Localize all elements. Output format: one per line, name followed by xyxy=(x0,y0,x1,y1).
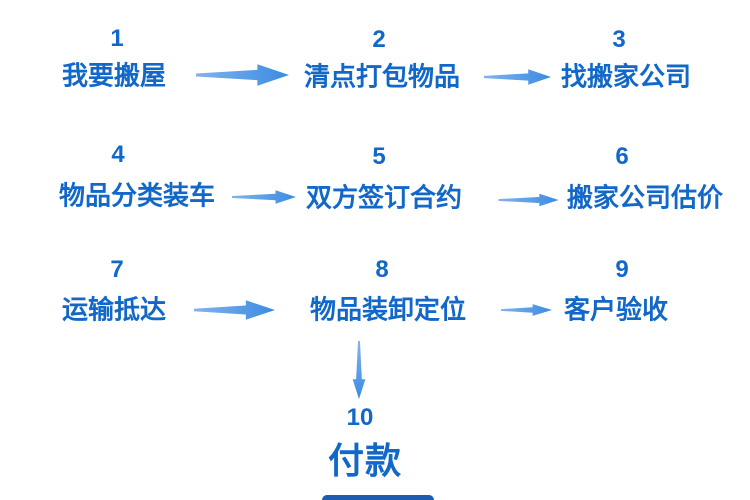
cutoff-bottom-shape xyxy=(322,495,434,500)
step-6-label: 搬家公司估价 xyxy=(566,182,724,213)
arrow-right-icon xyxy=(498,193,559,207)
step-5-label: 双方签订合约 xyxy=(305,182,463,213)
step-1-number: 1 xyxy=(110,25,124,52)
step-7-label: 运输抵达 xyxy=(61,294,167,325)
step-3-label: 找搬家公司 xyxy=(560,61,692,92)
step-7-number: 7 xyxy=(110,256,124,283)
arrow-down-icon xyxy=(352,341,366,399)
step-2-label: 清点打包物品 xyxy=(303,61,461,92)
step-9-label: 客户验收 xyxy=(563,294,669,325)
step-1-label: 我要搬屋 xyxy=(61,60,167,91)
arrow-right-icon xyxy=(194,300,275,320)
step-2-number: 2 xyxy=(372,26,386,53)
arrow-right-icon xyxy=(501,304,552,316)
arrow-right-icon xyxy=(232,190,296,204)
arrow-right-icon xyxy=(484,69,551,85)
step-5-number: 5 xyxy=(372,143,386,170)
step-6-number: 6 xyxy=(615,143,629,170)
step-3-number: 3 xyxy=(612,26,626,53)
step-10-number: 10 xyxy=(346,404,374,431)
arrow-right-icon xyxy=(196,64,289,86)
step-8-label: 物品装卸定位 xyxy=(309,294,467,325)
step-10-label: 付款 xyxy=(327,440,403,481)
step-9-number: 9 xyxy=(615,256,629,283)
step-8-number: 8 xyxy=(375,256,389,283)
step-4-number: 4 xyxy=(111,141,125,168)
step-4-label: 物品分类装车 xyxy=(58,180,216,211)
